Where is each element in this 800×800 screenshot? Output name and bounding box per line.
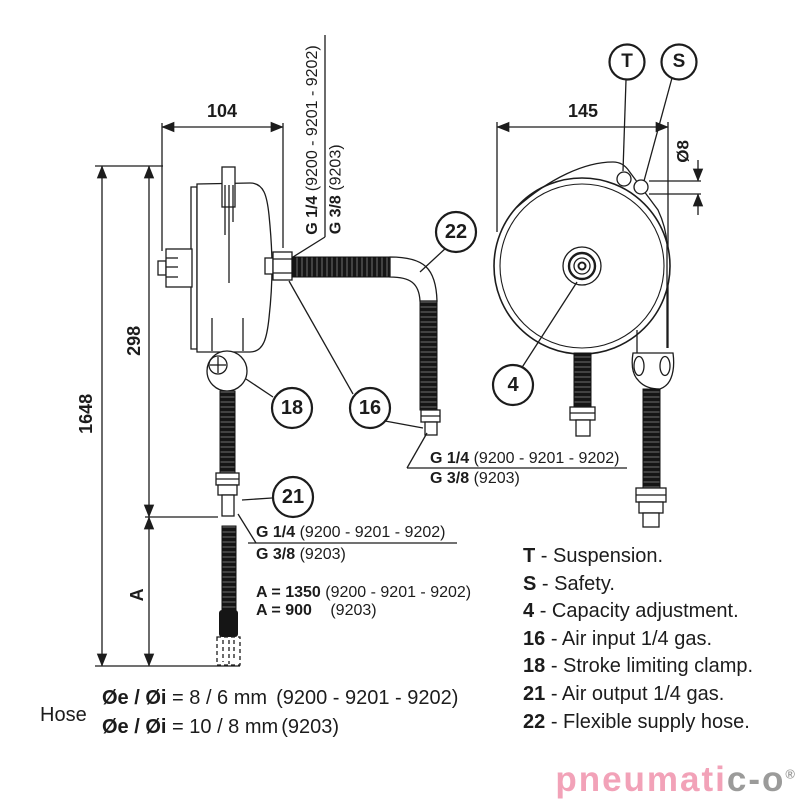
callout-circle-16 xyxy=(348,386,392,430)
output-port-label-2: G 3/8 (9203) xyxy=(256,546,346,563)
dim-side-width: 104 xyxy=(206,101,238,121)
legend-item-t: T - Suspension. xyxy=(523,545,664,567)
ball-clamp xyxy=(206,350,248,392)
dim-front-width: 145 xyxy=(567,101,599,121)
safety-hose-assembly xyxy=(631,330,675,528)
leaders-front xyxy=(520,77,673,370)
hose-row2: Øe / Øi = 10 / 8 mm(9203) xyxy=(102,716,339,738)
working-hose-front xyxy=(569,352,596,437)
a-value-line1: A = 1350 (9200 - 9201 - 9202) xyxy=(256,584,472,601)
legend-item-4: 4 - Capacity adjustment. xyxy=(523,600,739,623)
legend-item-22: 22 - Flexible supply hose. xyxy=(523,710,750,733)
logo-dash: - xyxy=(748,760,763,799)
top-port-leader xyxy=(292,35,326,258)
callout-18: 18 xyxy=(280,396,304,419)
logo-text-pink: pneumati xyxy=(555,760,727,799)
top-port-label-2: G 3/8 (9203) xyxy=(327,144,345,235)
side-view xyxy=(95,35,627,667)
dim-body-height: 298 xyxy=(124,325,145,356)
logo-text-gray-c: c xyxy=(726,760,749,799)
dim-hose-drop: A xyxy=(127,588,148,602)
registered-mark: ® xyxy=(785,766,795,782)
flexible-supply-hose xyxy=(291,256,441,436)
legend-item-21: 21 - Air output 1/4 gas. xyxy=(523,682,725,705)
balancer-body xyxy=(190,166,273,353)
callout-circle-t xyxy=(608,43,646,81)
dimension-lines-side xyxy=(96,121,284,667)
callout-22: 22 xyxy=(444,220,468,243)
logo-text-gray-o: o xyxy=(762,760,786,799)
input-port-label-1: G 1/4 (9200 - 9201 - 9202) xyxy=(430,450,620,467)
callout-circles xyxy=(270,43,698,519)
legend: T - Suspension. S - Safety. 4 - Capacity… xyxy=(523,543,753,736)
legend-item-18: 18 - Stroke limiting clamp. xyxy=(523,655,754,678)
working-hose-side xyxy=(215,390,241,666)
callout-circle-4 xyxy=(491,363,535,407)
callout-t: T xyxy=(621,51,633,72)
callout-circle-18 xyxy=(270,386,314,430)
callout-4: 4 xyxy=(507,373,519,396)
hose-row1: Øe / Øi = 8 / 6 mm(9200 - 9201 - 9202) xyxy=(102,687,459,709)
dim-total-height: 1648 xyxy=(76,393,97,434)
callout-circle-22 xyxy=(434,210,478,254)
dim-hole-diameter: Ø8 xyxy=(673,140,693,163)
stroke-clamp xyxy=(157,248,193,288)
reel xyxy=(493,161,671,355)
leaders-side xyxy=(237,246,627,544)
callout-circle-21 xyxy=(271,475,315,519)
callout-s: S xyxy=(672,51,686,72)
output-port-label-1: G 1/4 (9200 - 9201 - 9202) xyxy=(256,524,446,541)
callout-21: 21 xyxy=(281,485,305,508)
brand-logo: pneumatic-o® xyxy=(555,760,795,800)
callout-16: 16 xyxy=(358,396,382,419)
front-view xyxy=(493,77,704,528)
legend-item-16: 16 - Air input 1/4 gas. xyxy=(523,627,713,650)
callout-circle-s xyxy=(660,43,698,81)
input-port-label-2: G 3/8 (9203) xyxy=(430,470,520,487)
top-port-label-1: G 1/4 (9200 - 9201 - 9202) xyxy=(304,45,322,235)
dimension-lines-front xyxy=(496,121,704,348)
legend-item-s: S - Safety. xyxy=(523,572,615,595)
a-value-line2: A = 900 (9203) xyxy=(256,602,377,619)
hose-label: Hose xyxy=(40,704,87,726)
